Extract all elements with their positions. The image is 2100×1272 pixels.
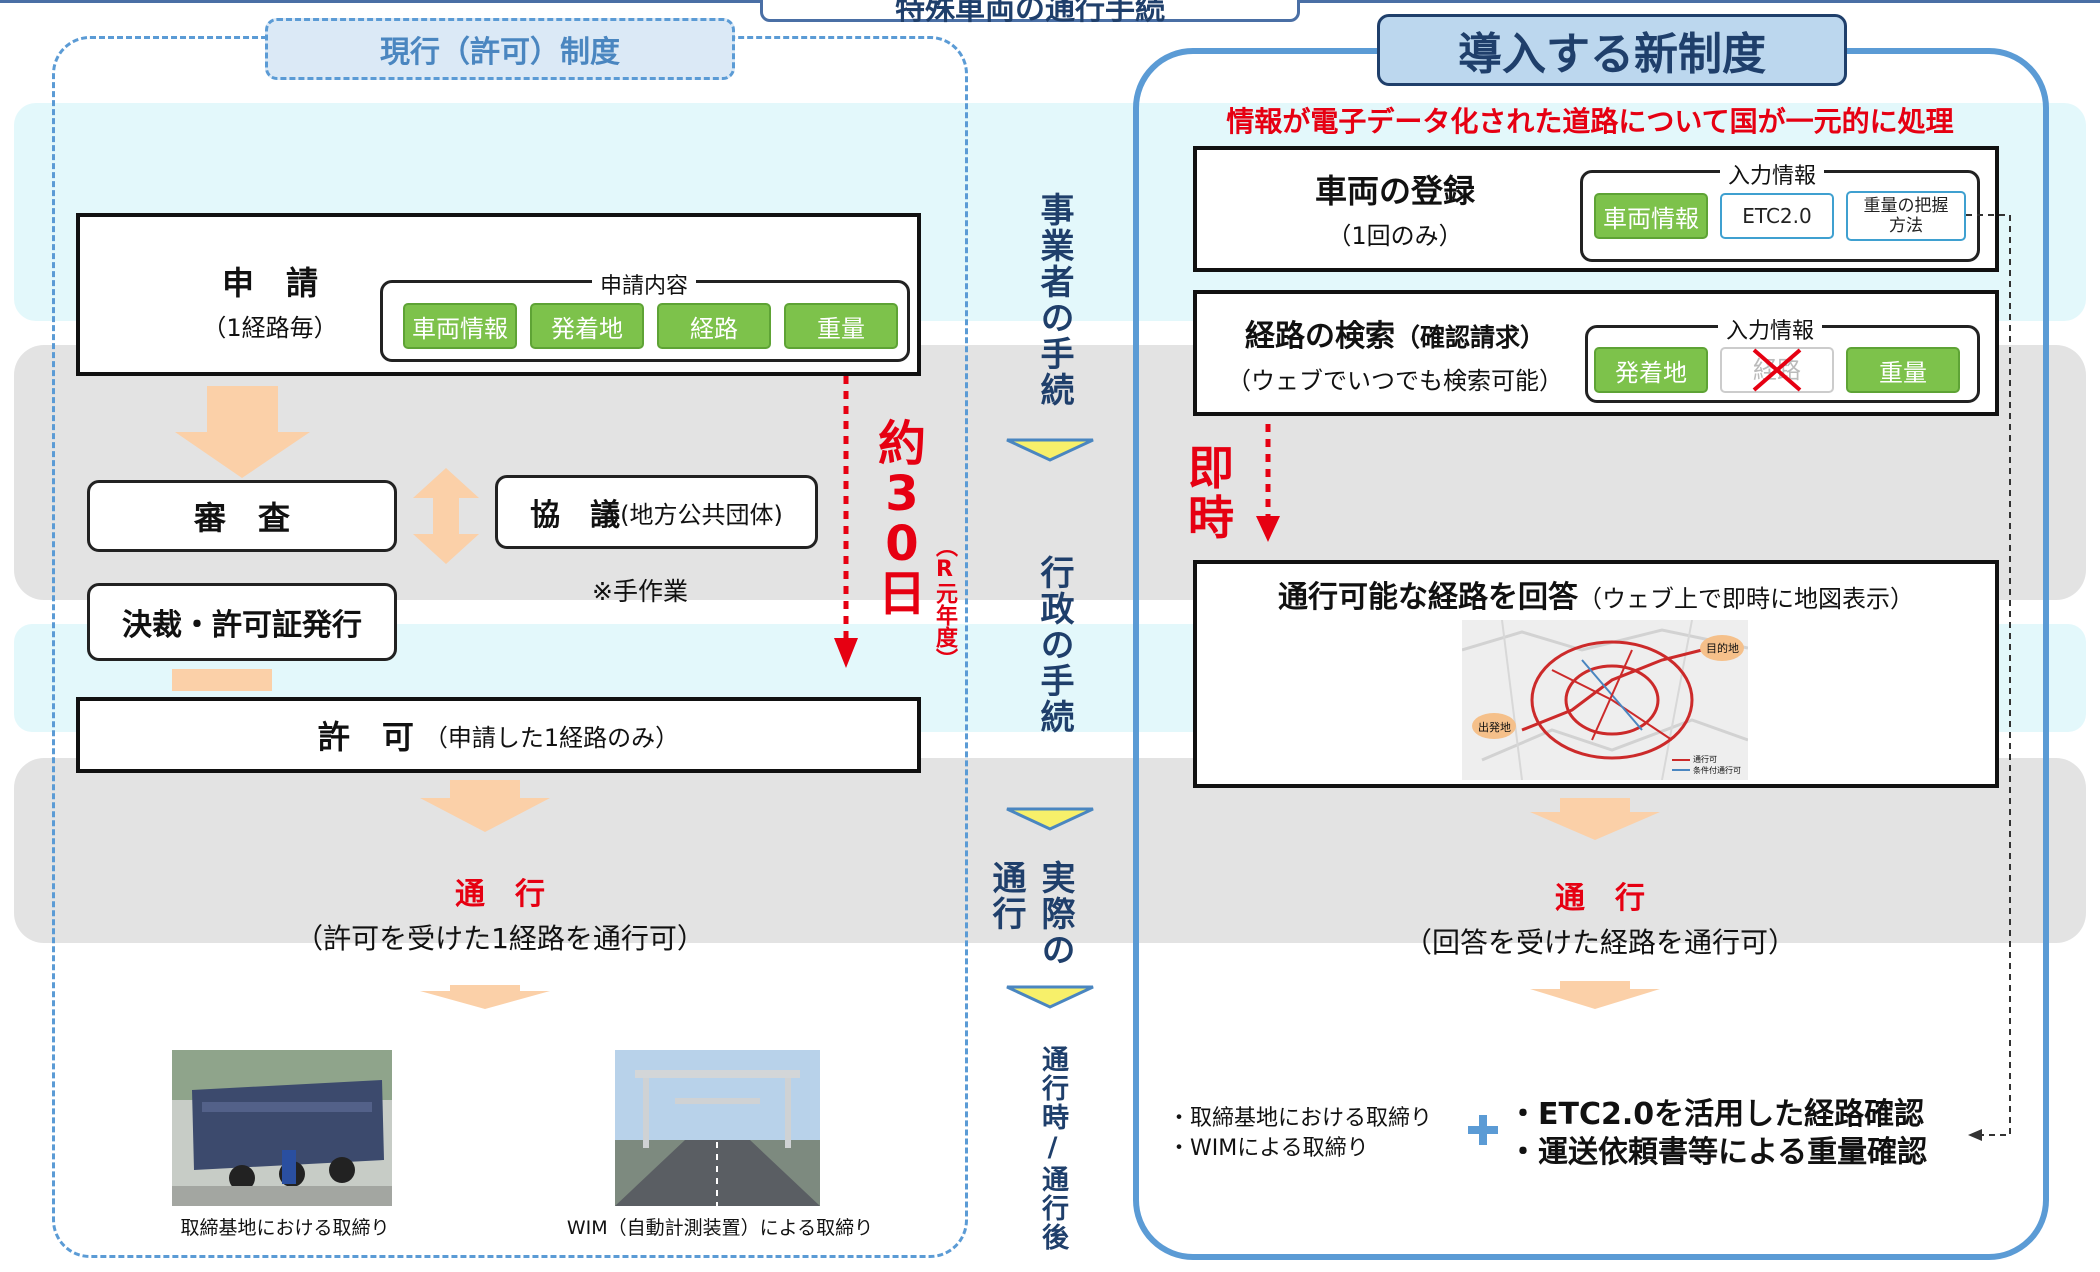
permit-box: 許 可 （申請した1経路のみ） xyxy=(76,697,921,773)
map-legend-pass: 通行可 xyxy=(1693,755,1717,764)
consult-label: 協 議 xyxy=(530,498,621,533)
current-system-title-box: 現行（許可）制度 xyxy=(265,18,735,80)
enforcement-list: ・取締基地における取締り ・WIMによる取締り xyxy=(1168,1104,1432,1163)
search-sub: （ウェブでいつでも検索可能） xyxy=(1227,366,1563,395)
map-dest-label: 目的地 xyxy=(1706,642,1739,655)
consult-sub: (地方公共団体) xyxy=(620,500,783,529)
answer-title: 通行可能な経路を回答 xyxy=(1278,580,1578,615)
stage-label-admin: 行政の手続 xyxy=(1034,555,1074,735)
duration-label: 約30日 xyxy=(877,416,926,622)
permit-label: 許 可 xyxy=(317,718,414,756)
stage-arrow-icon xyxy=(1006,985,1094,1009)
left-pass-block: 通 行 （許可を受けた1経路を通行可） xyxy=(150,868,850,958)
instant-label: 即時 xyxy=(1188,441,1234,545)
left-pass-title: 通 行 xyxy=(455,877,545,912)
stage-label-applicant: 事業者の手続 xyxy=(1034,192,1074,408)
review-label: 審 査 xyxy=(193,499,290,537)
header-title: 特殊車両の通行手続 xyxy=(895,0,1165,27)
apply-content-label: 申請内容 xyxy=(592,268,697,300)
apply-chip-origin: 発着地 xyxy=(530,303,644,349)
flow-arrow-down-icon xyxy=(1530,798,1660,840)
new-system-title-box: 導入する新制度 xyxy=(1377,14,1847,86)
stage-label-pass-text: 実際の通行 xyxy=(986,860,1075,968)
manual-note: ※手作業 xyxy=(592,577,688,606)
apply-chip-vehicle: 車両情報 xyxy=(403,303,517,349)
apply-title-area: 申 請 （1経路毎） xyxy=(150,255,390,345)
right-pass-block: 通 行 （回答を受けた経路を通行可） xyxy=(1250,872,1950,962)
search-chip-weight: 重量 xyxy=(1846,347,1960,393)
map-legend-conditional: 条件付通行可 xyxy=(1693,766,1741,775)
new-check-etc: ・ETC2.0を活用した経路確認 xyxy=(1508,1097,1925,1132)
route-map-image xyxy=(1462,620,1748,780)
enforcement-item-base: ・取締基地における取締り xyxy=(1168,1106,1433,1131)
flow-arrow-down-icon xyxy=(175,386,310,478)
apply-chip-weight: 重量 xyxy=(784,303,898,349)
search-title-row: 経路の検索（確認請求） xyxy=(1245,311,1545,355)
stage-band-after xyxy=(14,758,2086,943)
register-chip-vehicle: 車両情報 xyxy=(1594,193,1708,239)
answer-heading: 通行可能な経路を回答（ウェブ上で即時に地図表示） xyxy=(1195,572,1997,616)
wim-site-photo xyxy=(615,1050,820,1206)
register-chip-etc: ETC2.0 xyxy=(1720,193,1834,239)
register-input-label: 入力情報 xyxy=(1720,158,1825,190)
apply-sub: （1経路毎） xyxy=(202,313,338,342)
apply-chip-route: 経路 xyxy=(657,303,771,349)
new-check-list: ・ETC2.0を活用した経路確認 ・運送依頼書等による重量確認 xyxy=(1508,1096,1927,1171)
enforcement-item-wim: ・WIMによる取締り xyxy=(1168,1135,1369,1161)
duration-arrow-icon xyxy=(834,376,858,668)
new-system-tagline: 情報が電子データ化された道路について国が一元的に処理 xyxy=(1226,105,1954,138)
decision-box: 決裁・許可証発行 xyxy=(87,583,397,661)
flow-arrow-down-icon xyxy=(420,780,550,832)
decision-label: 決裁・許可証発行 xyxy=(122,608,362,643)
duration-year: （R元年度） xyxy=(932,535,957,670)
photo1-caption: 取締基地における取締り xyxy=(180,1217,390,1239)
right-pass-title: 通 行 xyxy=(1555,881,1645,916)
search-input-label: 入力情報 xyxy=(1718,313,1823,345)
search-chip-origin: 発着地 xyxy=(1594,347,1708,393)
current-system-title: 現行（許可）制度 xyxy=(380,35,620,70)
stage-label-after: 通行時/通行後 xyxy=(1037,1045,1068,1252)
stage-arrow-icon xyxy=(1006,438,1094,462)
photo2-caption: WIM（自動計測装置）による取締り xyxy=(566,1217,874,1239)
permit-sub: （申請した1経路のみ） xyxy=(423,723,680,752)
search-title: 経路の検索 xyxy=(1244,318,1395,354)
register-sub: （1回のみ） xyxy=(1327,221,1463,250)
register-title: 車両の登録 xyxy=(1314,171,1475,210)
map-origin-label: 出発地 xyxy=(1478,721,1511,734)
instant-arrow-icon xyxy=(1256,424,1280,542)
left-pass-sub: （許可を受けた1経路を通行可） xyxy=(295,922,705,955)
feedback-arrow-icon xyxy=(1966,214,2011,1141)
new-check-weight: ・運送依頼書等による重量確認 xyxy=(1508,1134,1928,1170)
header-title-box: 特殊車両の通行手続 xyxy=(760,0,1300,27)
register-chip-weight-method: 重量の把握方法 xyxy=(1846,191,1966,241)
stage-arrow-icon xyxy=(1006,807,1094,831)
right-pass-sub: （回答を受けた経路を通行可） xyxy=(1403,926,1796,959)
search-title-sub: （確認請求） xyxy=(1394,322,1545,352)
search-title-area: 経路の検索（確認請求） （ウェブでいつでも検索可能） xyxy=(1205,311,1585,395)
register-title-area: 車両の登録 （1回のみ） xyxy=(1250,168,1540,250)
plus-icon xyxy=(1468,1115,1498,1145)
new-system-title: 導入する新制度 xyxy=(1458,29,1766,80)
cross-mark-icon xyxy=(1752,348,1802,392)
apply-title: 申 請 xyxy=(221,263,318,302)
flow-arrow-down-icon xyxy=(420,985,550,1009)
flow-arrow-down-icon xyxy=(1530,981,1660,1009)
stage-label-pass: 実際の通行 xyxy=(986,860,1080,970)
answer-sub: （ウェブ上で即時に地図表示） xyxy=(1578,585,1914,613)
two-way-arrow-icon xyxy=(413,468,479,564)
inspection-site-photo xyxy=(172,1050,392,1206)
review-box: 審 査 xyxy=(87,480,397,552)
consult-box: 協 議 (地方公共団体) xyxy=(495,475,818,549)
flow-bar xyxy=(172,669,272,691)
search-chip-route-disabled: 経路 xyxy=(1720,347,1834,393)
